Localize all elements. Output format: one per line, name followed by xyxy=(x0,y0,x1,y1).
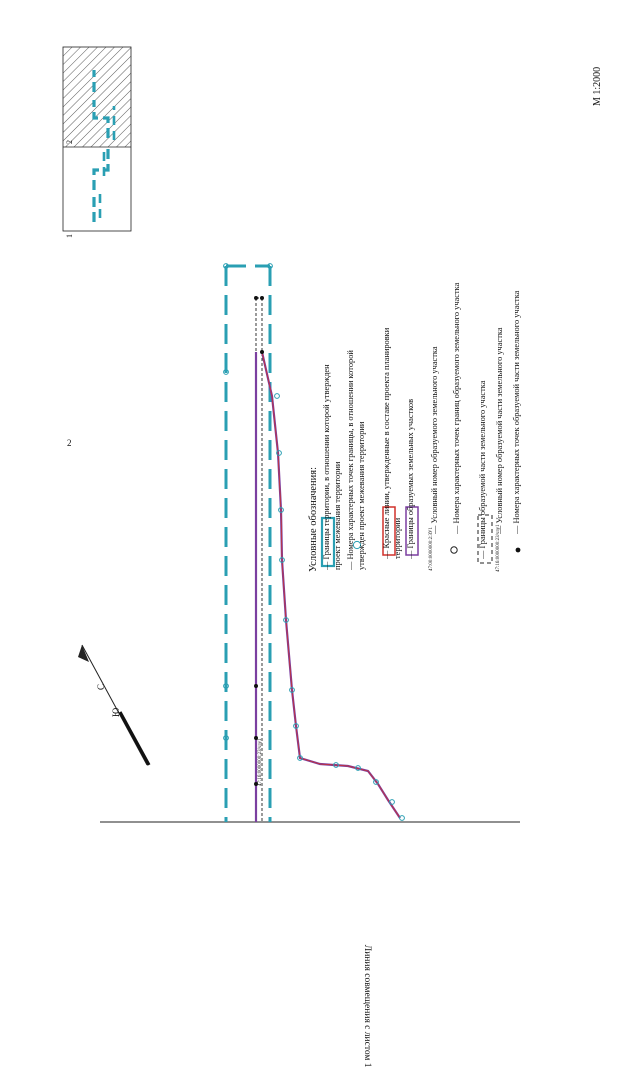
legend-item-3: — Красные линии, утвержденные в составе … xyxy=(382,327,391,559)
legend-item-1: — Границы территории, в отношении которо… xyxy=(322,364,331,570)
legend-item-4: — Границы образуемых земельных участков xyxy=(406,398,415,559)
legend-item-3b: территории xyxy=(393,517,402,559)
sheet-index-inset xyxy=(62,46,132,232)
legend-item-5: — Условный номер образуемого земельного … xyxy=(430,346,439,534)
parcel-points xyxy=(223,263,405,821)
survey-sheet: 2 М 1:2000 1 2 С Ю Линия совмещения с ли… xyxy=(62,46,603,1068)
inset-sheet-2: 2 xyxy=(65,140,74,144)
legend-title: Условные обозначения: xyxy=(308,466,319,572)
part-label: 47:16:0000000:23/чзу1 xyxy=(258,738,263,786)
legend-swatches xyxy=(320,506,521,568)
legend-item-8: — Условный номер образуемой части земель… xyxy=(495,327,504,534)
legend-item-1b: проект межевания территории xyxy=(333,461,342,570)
legend-item-2b: утвержден проект межевания территории xyxy=(357,421,366,570)
plan-drawing xyxy=(62,46,521,823)
inset-sheet-1: 1 xyxy=(65,234,74,238)
legend-item-7: — Границы образуемой части земельного уч… xyxy=(478,380,487,559)
territory-boundary xyxy=(224,264,272,822)
page-number: 2 xyxy=(67,438,72,448)
north-label: С xyxy=(96,683,106,690)
legend-item-2: — Номера характерных точек границы, в от… xyxy=(346,350,355,570)
legend-item-9: — Номера характерных точек образуемой ча… xyxy=(512,290,521,534)
part-points xyxy=(254,296,264,786)
north-arrow xyxy=(78,644,151,766)
join-line-label: Линия совмещения с листом 1 xyxy=(362,944,372,1068)
scale-label: М 1:2000 xyxy=(592,66,603,106)
legend-item-6: — Номера характерных точек границ образу… xyxy=(452,282,461,534)
south-label: Ю xyxy=(111,707,121,717)
